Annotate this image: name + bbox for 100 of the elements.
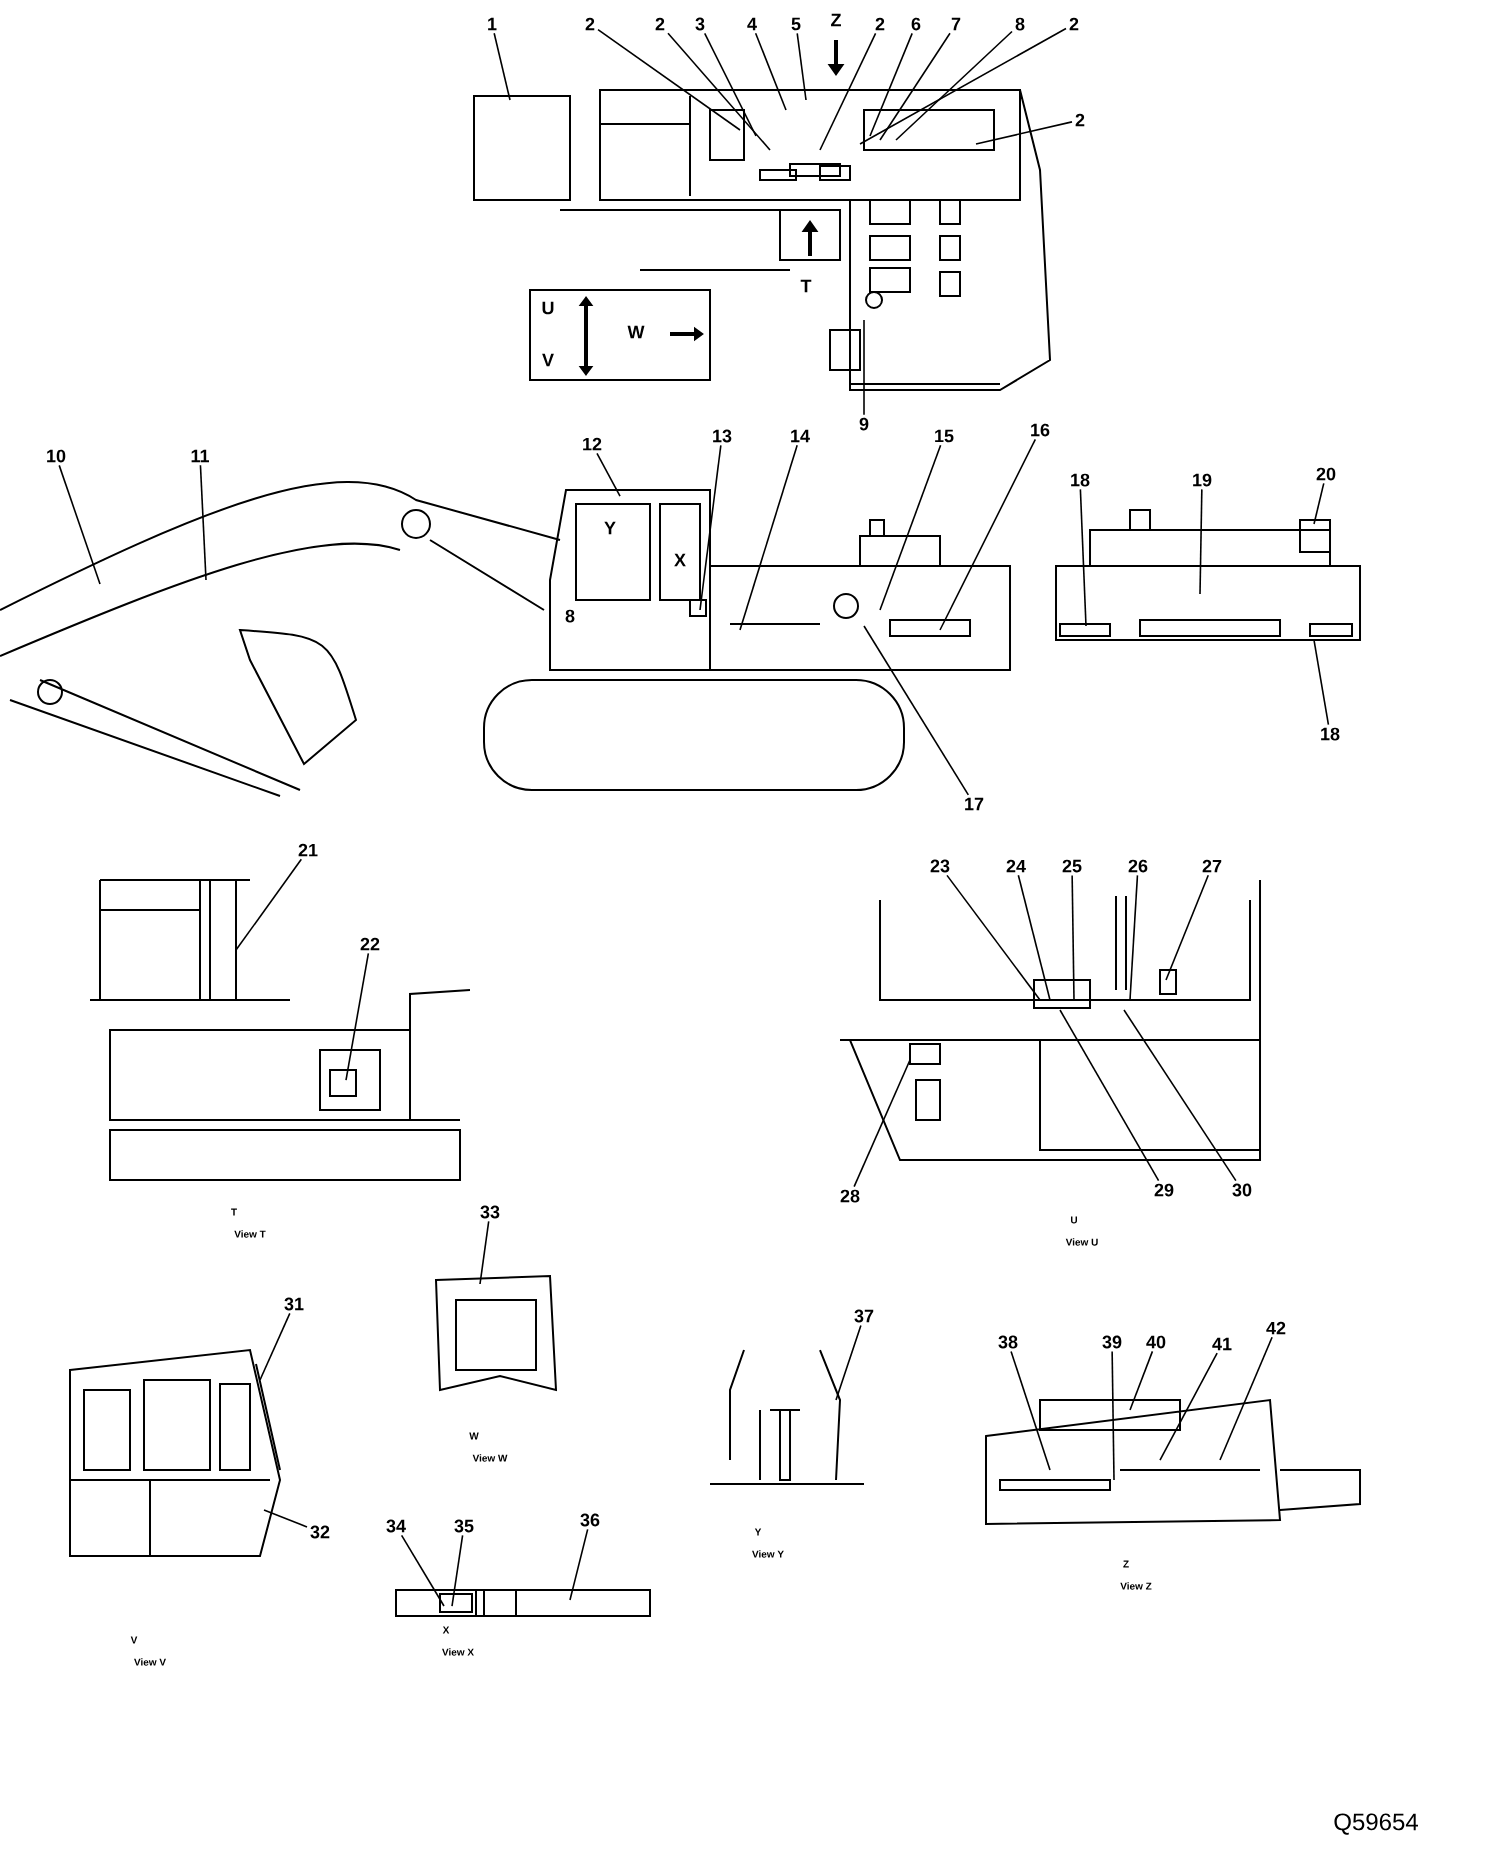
counterweight-drawing: [1055, 509, 1361, 641]
view-y-drawing: [709, 1349, 865, 1485]
instrument-panel-drawing: [529, 89, 1051, 391]
leader-line: [946, 874, 1041, 1001]
leader-line: [1059, 1009, 1160, 1182]
leader-line: [58, 464, 101, 585]
callout-number: 24: [1006, 859, 1026, 873]
leader-line: [1111, 1350, 1115, 1481]
callout-number: 8: [1015, 17, 1025, 31]
leader-line: [597, 28, 741, 131]
callout-number: 10: [47, 449, 66, 463]
leader-line: [235, 858, 303, 951]
leader-line: [863, 625, 970, 796]
view-t-drawing: [89, 879, 471, 1181]
leader-line: [1313, 639, 1330, 726]
leader-line: [879, 444, 942, 611]
leader-line: [975, 121, 1073, 145]
callout-number: 19: [1193, 473, 1212, 487]
callout-number: 31: [284, 1297, 304, 1311]
callout-number: 7: [951, 17, 961, 31]
leader-line: [939, 438, 1037, 631]
leader-line: [596, 452, 621, 497]
callout-number: 2: [585, 17, 595, 31]
leader-line: [1159, 1352, 1218, 1461]
callout-number: 36: [580, 1513, 600, 1527]
leader-line: [263, 1509, 308, 1528]
leader-line: [1017, 874, 1051, 1001]
label-sheet-box: [473, 95, 571, 201]
leader-line: [1219, 1336, 1273, 1461]
view-w-drawing: [435, 1274, 558, 1392]
callout-number: 23: [930, 859, 950, 873]
callout-number: 15: [935, 429, 954, 443]
callout-number: 39: [1102, 1335, 1122, 1349]
callout-number: 2: [1069, 17, 1079, 31]
view-z-drawing: [985, 1398, 1361, 1525]
callout-number: 20: [1316, 467, 1336, 481]
callout-number: 4: [747, 17, 757, 31]
leader-line: [1129, 1350, 1154, 1411]
leader-line: [699, 444, 722, 611]
callout-number: 25: [1062, 859, 1082, 873]
callout-number: 12: [583, 437, 602, 451]
leader-line: [259, 1312, 291, 1381]
leader-line: [451, 1534, 464, 1607]
callout-number: 17: [965, 797, 984, 811]
callout-number: 6: [911, 17, 921, 31]
callout-number: 28: [840, 1189, 860, 1203]
view-letter: W: [627, 325, 645, 339]
callout-number: 2: [1075, 113, 1085, 127]
leader-line: [796, 32, 807, 101]
leader-line: [493, 32, 511, 101]
callout-number: 1: [488, 17, 497, 31]
leader-line: [895, 30, 1013, 141]
leader-line: [879, 32, 951, 141]
callout-number: 14: [791, 429, 810, 443]
callout-number: 16: [1031, 423, 1050, 437]
callout-number: 27: [1202, 859, 1222, 873]
view-letter: X: [674, 553, 686, 567]
callout-number: 13: [713, 429, 732, 443]
view-letter: T: [800, 279, 812, 293]
callout-number: 2: [875, 17, 885, 31]
leader-line: [1079, 488, 1087, 627]
callout-number: 37: [854, 1309, 874, 1323]
callout-number: 30: [1232, 1183, 1252, 1197]
callout-number: 11: [191, 449, 209, 463]
leader-line: [853, 1059, 911, 1188]
leader-line: [1165, 874, 1210, 981]
leader-line: [1313, 482, 1325, 525]
view-v-drawing: [69, 1348, 282, 1557]
leader-line: [345, 952, 370, 1081]
leader-line: [479, 1220, 490, 1285]
leader-line: [703, 32, 757, 137]
callout-number: 41: [1212, 1337, 1232, 1351]
callout-number: 5: [791, 17, 801, 31]
callout-number: 29: [1154, 1183, 1174, 1197]
callout-number: 38: [998, 1335, 1018, 1349]
leader-line: [835, 1324, 862, 1401]
leader-line: [819, 32, 877, 151]
view-letter: 8: [565, 609, 575, 623]
view-letter: Y: [604, 521, 616, 535]
excavator-drawing: [0, 481, 1011, 797]
drawing-number: Q59654: [1334, 1813, 1418, 1835]
leader-line: [667, 32, 771, 151]
view-letter: V: [542, 353, 554, 367]
callout-number: 35: [454, 1519, 474, 1533]
leader-line: [869, 32, 913, 137]
leader-line: [1071, 874, 1075, 1001]
leader-line: [754, 32, 787, 111]
leader-line: [863, 319, 865, 416]
leader-line: [1199, 488, 1203, 595]
leader-line: [400, 1534, 445, 1607]
callout-number: 40: [1146, 1335, 1166, 1349]
view-letter: Z: [831, 13, 841, 27]
leader-line: [859, 27, 1067, 145]
view-u-drawing: [839, 879, 1261, 1161]
leader-line: [1123, 1009, 1237, 1182]
callout-number: 9: [859, 417, 869, 431]
leader-line: [739, 444, 798, 631]
leader-line: [569, 1528, 589, 1601]
callout-number: 18: [1071, 473, 1090, 487]
callout-number: 21: [298, 843, 318, 857]
